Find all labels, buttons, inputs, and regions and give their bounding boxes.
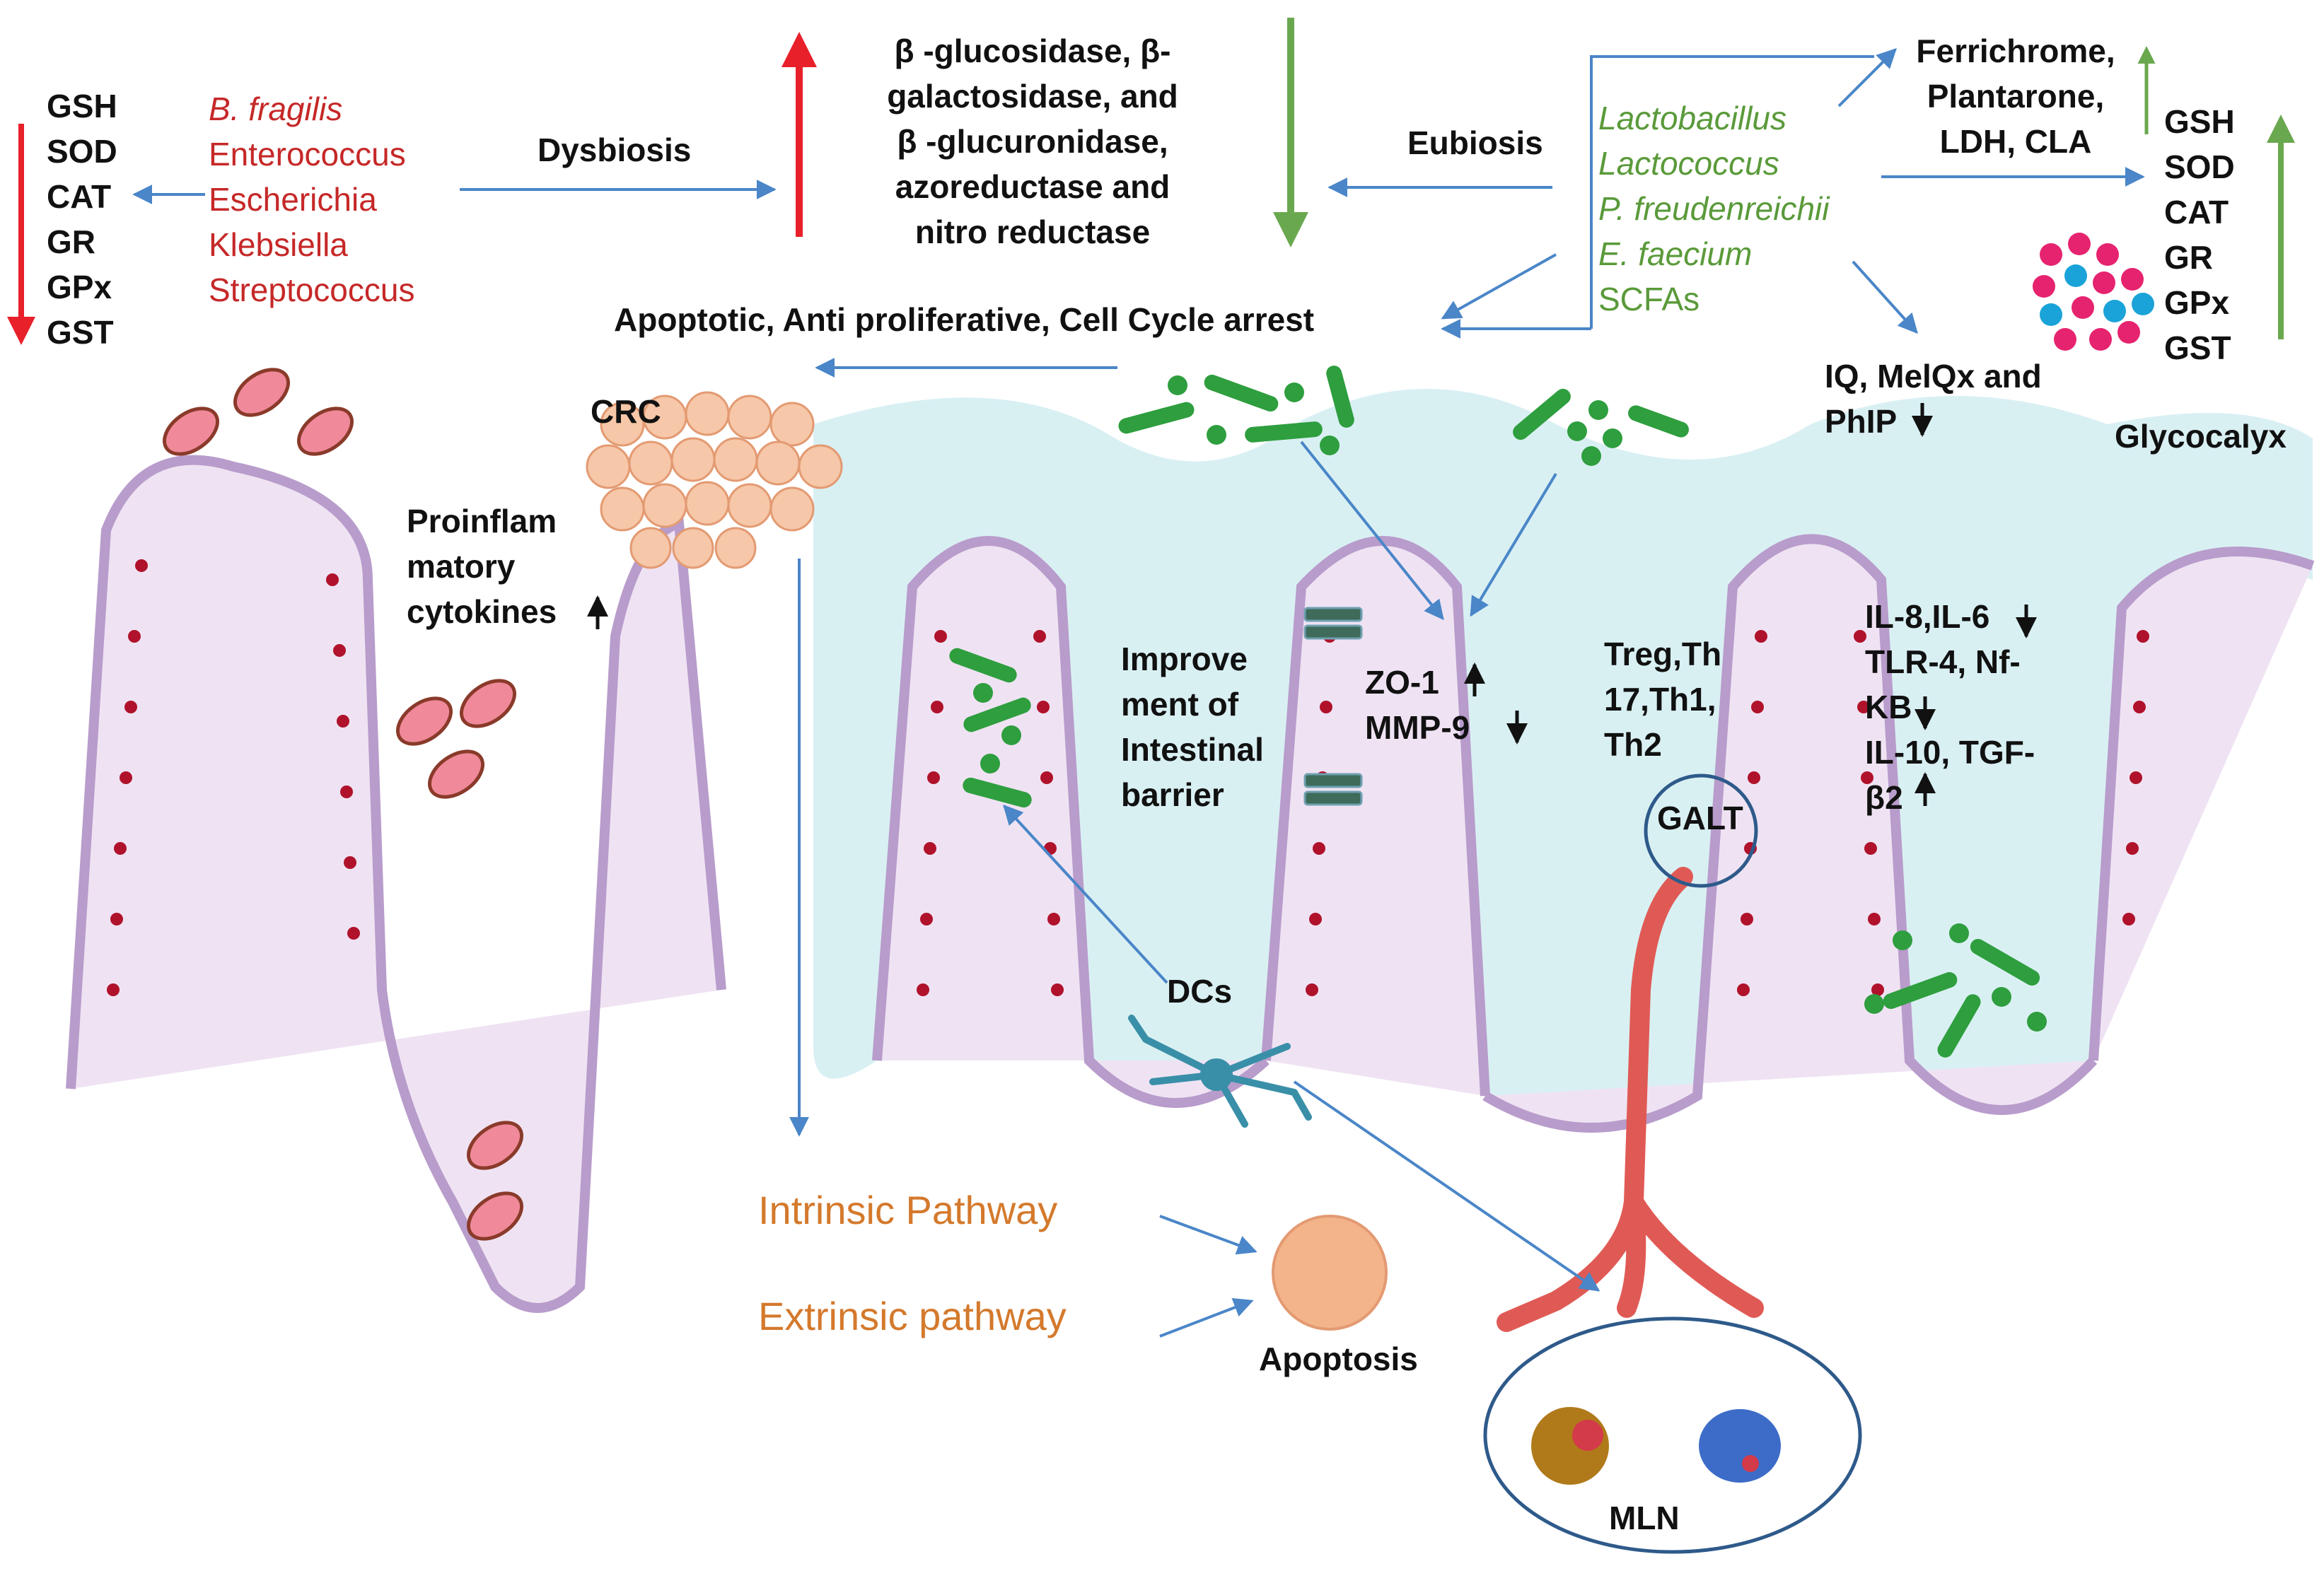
- barrier-label: Improve ment of Intestinal barrier: [1121, 636, 1264, 817]
- probiotic-list: Lactobacillus Lactococcus P. freudenreic…: [1598, 95, 1829, 322]
- galt-circle: [1644, 773, 1758, 888]
- barrier-line: ment of: [1121, 686, 1239, 723]
- antioxidant-item: SOD: [2164, 148, 2235, 185]
- cytokine-line: TLR-4, Nf-: [1865, 643, 2021, 680]
- bacteria-item: Enterococcus: [209, 136, 406, 173]
- probiotic-item: P. freudenreichii: [1598, 190, 1830, 227]
- mutagen-line: IQ, MelQx and: [1825, 358, 2042, 395]
- barrier-line: barrier: [1121, 776, 1224, 813]
- enzyme-line: β -glucuronidase,: [897, 123, 1168, 160]
- antioxidant-list-right: GSH SOD CAT GR GPx GST: [2164, 99, 2235, 370]
- enzyme-line: β -glucosidase, β-: [894, 33, 1171, 69]
- villus-4: [1482, 534, 2098, 1133]
- intestinal-villi: [66, 455, 2315, 1313]
- antioxidant-item: GSH: [2164, 103, 2235, 140]
- probiotic-item: SCFAs: [1598, 281, 1700, 317]
- enzyme-line: azoreductase and: [895, 168, 1170, 205]
- cytokine-line: IL-8,IL-6: [1865, 598, 1990, 635]
- enzyme-list: β -glucosidase, β- galactosidase, and β …: [856, 28, 1209, 255]
- villus-nuclei: [107, 559, 2149, 996]
- metabolite-line: Ferrichrome,: [1916, 33, 2115, 69]
- antioxidant-item: GR: [2164, 239, 2213, 276]
- antioxidant-item: GPx: [2164, 284, 2230, 321]
- lymphocyte-2: [1699, 1409, 1781, 1483]
- villus-2: [872, 536, 1270, 1108]
- lymphocyte-1-nucleus: [1572, 1420, 1603, 1451]
- bacteria-item: B. fragilis: [209, 90, 343, 127]
- metabolite-line: Plantarone,: [1927, 78, 2105, 115]
- proinflammatory-line: matory: [407, 548, 516, 585]
- tight-junctions: [1303, 607, 1363, 806]
- mln-node: [1483, 1316, 1862, 1554]
- dendritic-cell: [1128, 1015, 1312, 1128]
- antioxidant-item: GST: [47, 314, 114, 351]
- cytokine-line: KB: [1865, 689, 1912, 725]
- apoptotic-effects-label: Apoptotic, Anti proliferative, Cell Cycl…: [614, 301, 1315, 338]
- glycocalyx-layer: [813, 389, 2313, 1121]
- mln-label: MLN: [1609, 1500, 1680, 1536]
- eubiosis-label: Eubiosis: [1407, 124, 1543, 161]
- tcell-line: Th2: [1604, 726, 1662, 763]
- bacteria-item: Klebsiella: [209, 226, 348, 263]
- mutagen-line: PhIP: [1825, 403, 1898, 440]
- probiotic-clusters: [949, 366, 2047, 1058]
- intrinsic-pathway-label: Intrinsic Pathway: [758, 1188, 1058, 1232]
- glycocalyx-label: Glycocalyx: [2115, 418, 2287, 455]
- apoptosis-label: Apoptosis: [1259, 1341, 1418, 1377]
- proinflammatory-line: cytokines: [407, 593, 557, 630]
- mmp9-label: MMP-9: [1365, 709, 1470, 746]
- metabolite-list: Ferrichrome, Plantarone, LDH, CLA: [1895, 28, 2136, 164]
- mutagen-list: IQ, MelQx and PhIP: [1825, 354, 2042, 444]
- antioxidant-dots: [2033, 233, 2154, 351]
- antioxidant-item: GR: [47, 223, 95, 260]
- metabolite-line: LDH, CLA: [1939, 123, 2092, 160]
- probiotic-item: Lactobacillus: [1598, 100, 1786, 136]
- dcs-label: DCs: [1167, 973, 1233, 1010]
- lymphocyte-2-nucleus: [1742, 1455, 1759, 1472]
- villus-1: [66, 455, 726, 1313]
- probiotic-item: E. faecium: [1598, 235, 1753, 272]
- extrinsic-pathway-label: Extrinsic pathway: [758, 1294, 1067, 1338]
- antioxidant-item: CAT: [2164, 194, 2229, 230]
- enzyme-line: galactosidase, and: [887, 78, 1178, 115]
- crc-tumor-cells: [586, 391, 843, 569]
- antioxidant-item: CAT: [47, 178, 112, 215]
- barrier-line: Improve: [1121, 641, 1248, 677]
- cytokine-list-right: IL-8,IL-6 TLR-4, Nf- KB IL-10, TGF- β2: [1865, 594, 2035, 820]
- antioxidant-item: SOD: [47, 133, 117, 170]
- dysbiosis-label: Dysbiosis: [538, 132, 692, 168]
- bacteria-item: Streptococcus: [209, 271, 415, 308]
- probiotic-item: Lactococcus: [1598, 145, 1779, 182]
- proinflammatory-line: Proinflam: [407, 503, 557, 539]
- villus-5: [2088, 547, 2315, 1061]
- bacteria-item: Escherichia: [209, 181, 377, 218]
- antioxidant-item: GST: [2164, 329, 2231, 366]
- crc-label: CRC: [591, 393, 661, 430]
- black-indicator-arrows: [587, 403, 2037, 806]
- dysbiosis-bacteria-list: B. fragilis Enterococcus Escherichia Kle…: [209, 86, 414, 313]
- proinflammatory-label: Proinflam matory cytokines: [407, 498, 557, 634]
- antioxidant-item: GSH: [47, 88, 117, 124]
- galt-label: GALT: [1657, 800, 1743, 836]
- antioxidant-item: GPx: [47, 269, 112, 305]
- barrier-line: Intestinal: [1121, 731, 1264, 768]
- blue-arrows: [132, 48, 2145, 1338]
- tcell-line: 17,Th1,: [1604, 681, 1716, 718]
- cytokine-line: IL-10, TGF-: [1865, 734, 2035, 771]
- cytokine-line: β2: [1865, 779, 1903, 816]
- apoptotic-cell: [1272, 1215, 1388, 1331]
- tcell-line: Treg,Th: [1604, 636, 1722, 672]
- antioxidant-list-left: GSH SOD CAT GR GPx GST: [47, 83, 117, 355]
- enzyme-line: nitro reductase: [914, 214, 1151, 250]
- pathogenic-bacteria: [163, 368, 523, 1241]
- zo1-label: ZO-1: [1365, 664, 1439, 701]
- villus-3: [1261, 536, 1490, 1097]
- tcell-label: Treg,Th 17,Th1, Th2: [1604, 631, 1721, 767]
